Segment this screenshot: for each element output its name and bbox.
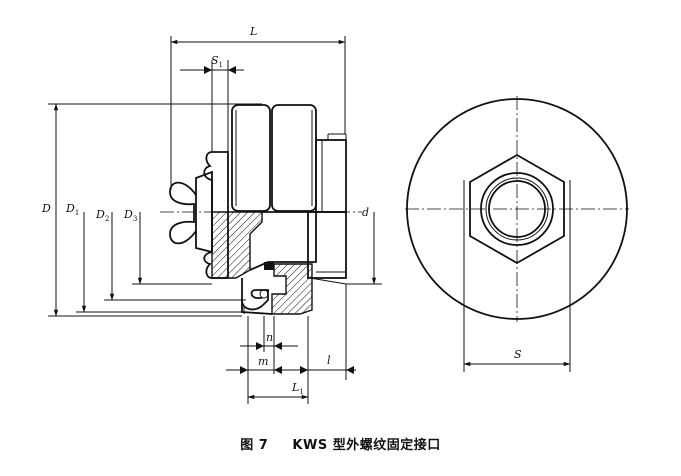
section-hatch-right: [271, 263, 313, 315]
figure-caption: 图 7 KWS 型外螺纹固定接口: [0, 434, 681, 453]
label-D: D: [41, 202, 51, 215]
threaded-end: [315, 139, 347, 213]
figure-number: 图 7: [240, 438, 269, 453]
hex-body-upper-2: [271, 104, 317, 212]
hex-outline: [469, 153, 565, 265]
section-hatch-main: [211, 211, 263, 279]
lower-thread: [307, 211, 347, 279]
bolt-handle: [169, 181, 197, 245]
end-view: S: [405, 96, 629, 372]
label-l: l: [327, 354, 331, 367]
label-L: L: [249, 25, 257, 38]
claw-ring: [241, 278, 269, 311]
label-n: n: [266, 331, 273, 344]
label-D1: D1: [65, 202, 79, 217]
technical-drawing: L S1 D D1 D2 D3 d n: [41, 25, 629, 404]
label-D3: D3: [123, 208, 137, 223]
section-view: [160, 104, 362, 315]
hex-body-upper: [231, 104, 271, 212]
label-m: m: [258, 355, 268, 368]
label-d: d: [362, 206, 369, 219]
figure-title: KWS 型外螺纹固定接口: [292, 438, 441, 453]
label-D2: D2: [95, 208, 109, 223]
label-S1: S1: [211, 54, 223, 69]
seal-ring: [264, 262, 274, 270]
label-S: S: [514, 348, 522, 361]
dimensions-left: L S1 D D1 D2 D3 d n: [41, 25, 382, 404]
label-L1: L1: [291, 381, 304, 396]
